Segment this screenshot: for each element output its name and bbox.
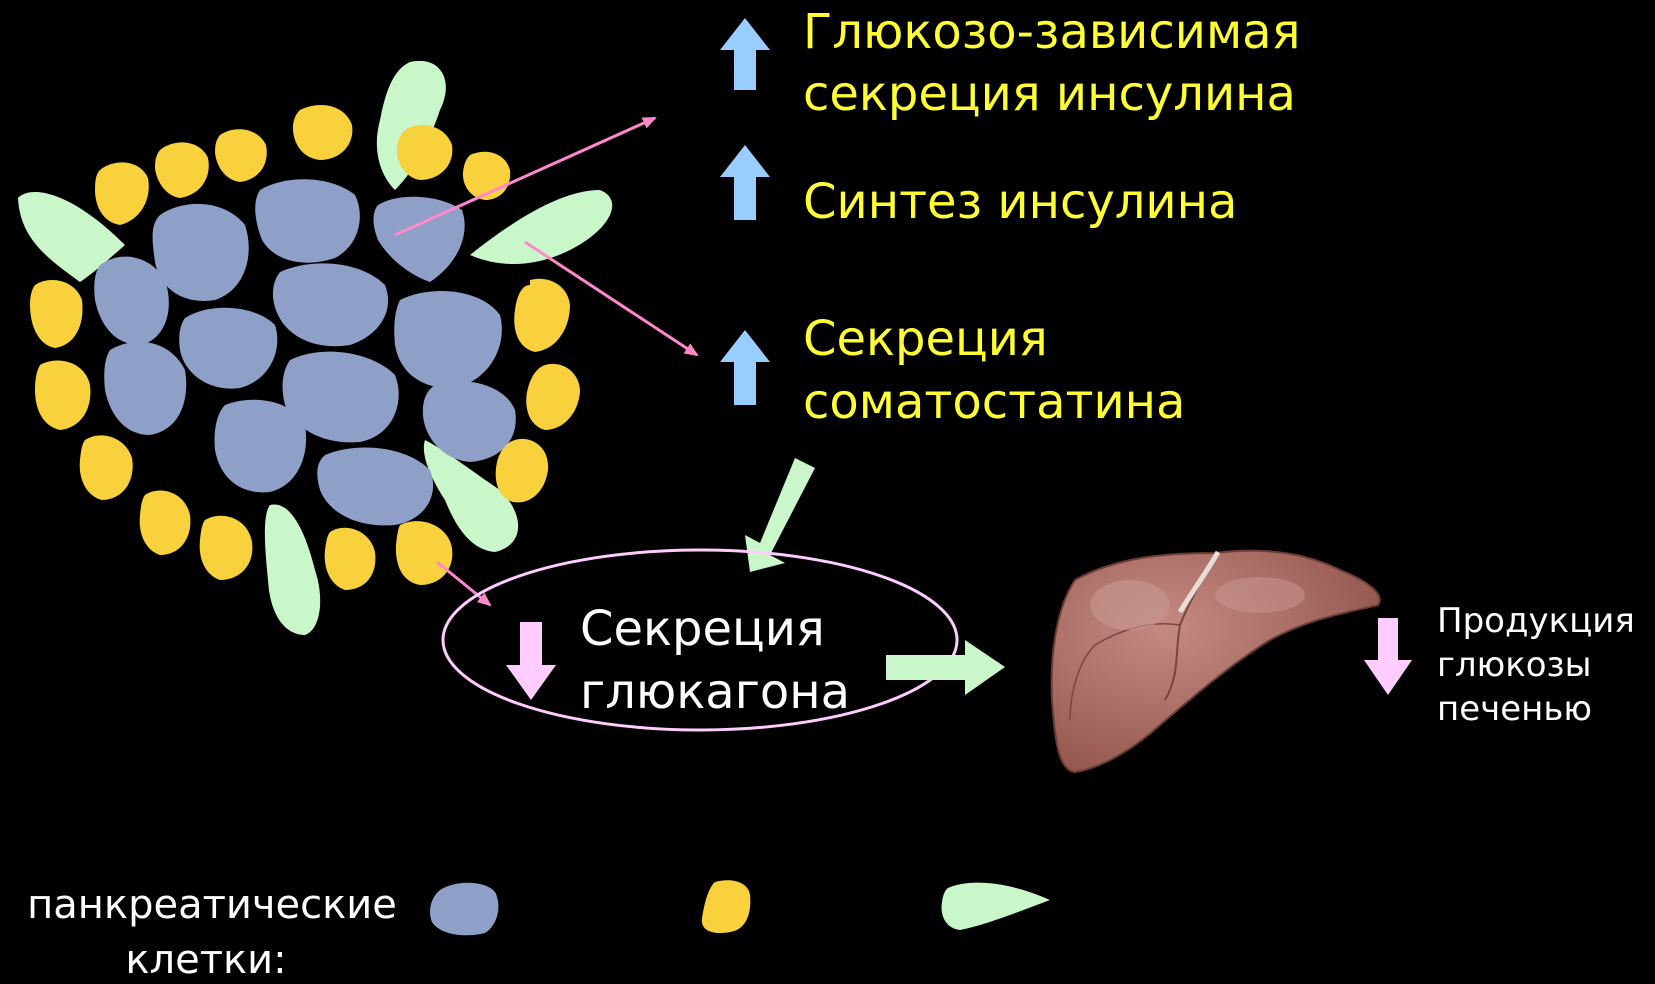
insulin-synthesis-label: Синтез инсулина [803,174,1237,230]
beta-cell [273,263,388,346]
delta-cell-icon [942,883,1050,930]
alpha-cell [215,129,267,182]
down-arrow-icon [506,622,556,700]
legend-label-line1: панкреатические [27,882,397,928]
glucagon-label-line2: глюкагона [580,664,850,720]
beta-cell [153,204,249,301]
alpha-cell [140,491,191,555]
beta-cell [214,400,306,493]
pancreatic-islet [18,61,697,635]
alpha-cell [35,361,90,430]
legend: панкреатические клетки: [27,880,1050,983]
alpha-to-glucagon-arrow [437,562,490,605]
alpha-cell [200,516,253,580]
alpha-cell [397,125,452,180]
alpha-cell [95,162,149,225]
beta-cell [317,447,433,525]
alpha-cell [496,439,548,502]
alpha-cell [396,521,452,585]
liver-glucose-label-line2: глюкозы [1437,645,1591,685]
glucagon-label-line1: Секреция [580,601,825,657]
liver-glucose-label-line1: Продукция [1437,601,1635,641]
insulin-secretion-label-line1: Глюкозо-зависимая [803,4,1300,60]
beta-cell-icon [430,883,498,936]
up-arrow-icon [720,330,770,405]
liver-glucose-label-line3: печенью [1437,689,1592,729]
beta-cell [104,342,186,435]
delta-cell [265,504,320,635]
somatostatin-label-line2: соматостатина [803,374,1185,430]
beta-cell [394,291,502,388]
legend-label-line2: клетки: [125,937,286,983]
alpha-cell-icon [702,880,751,933]
down-arrow-icon [1364,618,1412,695]
alpha-cell [526,364,580,430]
glucagon-to-liver-arrow [886,640,1005,695]
liver-illustration [1052,551,1380,772]
alpha-cell [30,280,83,348]
beta-cell [179,308,277,389]
beta-cell [255,179,360,262]
alpha-cell [293,105,352,160]
insulin-secretion-label-line2: секреция инсулина [803,66,1296,122]
alpha-cell [325,528,376,590]
alpha-cell [155,142,209,198]
up-arrow-icon [720,18,770,90]
alpha-cell [80,435,133,500]
up-arrow-icon [720,145,770,220]
alpha-cell [514,279,570,352]
somatostatin-label-line1: Секреция [803,311,1048,367]
